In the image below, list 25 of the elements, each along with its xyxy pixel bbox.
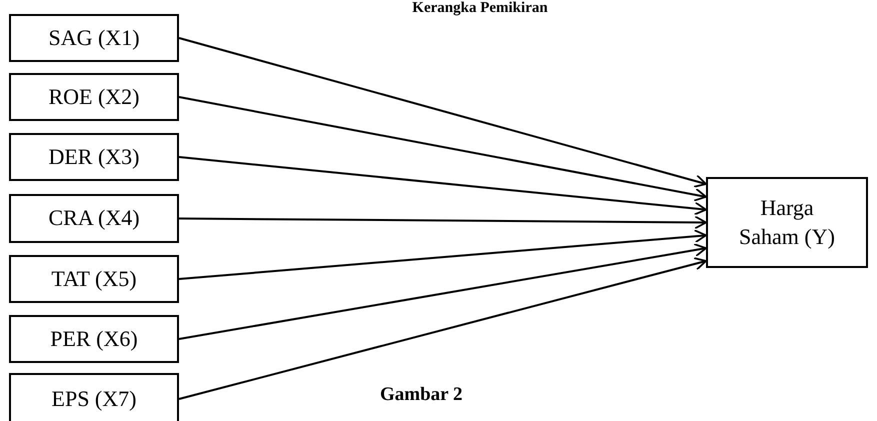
arrow <box>178 243 707 340</box>
variable-box <box>9 194 179 243</box>
diagram-title: Kerangka Pemikiran <box>411 0 549 17</box>
box-label: Harga Saham (Y) <box>738 194 836 251</box>
outcome-box <box>706 177 868 268</box>
arrow <box>178 257 707 400</box>
box-label: DER (X3) <box>48 142 140 171</box>
box-label: EPS (X7) <box>52 384 136 413</box>
arrow <box>178 96 707 202</box>
variable-box <box>9 14 179 62</box>
variable-box <box>9 133 179 181</box>
box-label: PER (X6) <box>50 324 138 353</box>
arrow <box>178 229 707 280</box>
arrow <box>178 37 707 188</box>
box-label: CRA (X4) <box>48 204 140 232</box>
arrow <box>179 216 707 230</box>
variable-box <box>9 73 179 121</box>
box-label: TAT (X5) <box>51 264 137 293</box>
variable-box <box>9 255 179 303</box>
variable-box <box>9 315 179 363</box>
variable-box <box>9 373 179 421</box>
box-label: ROE (X2) <box>48 82 140 111</box>
box-label: SAG (X1) <box>48 24 140 52</box>
figure-caption: Gambar 2 <box>380 384 463 406</box>
arrow <box>178 156 707 216</box>
